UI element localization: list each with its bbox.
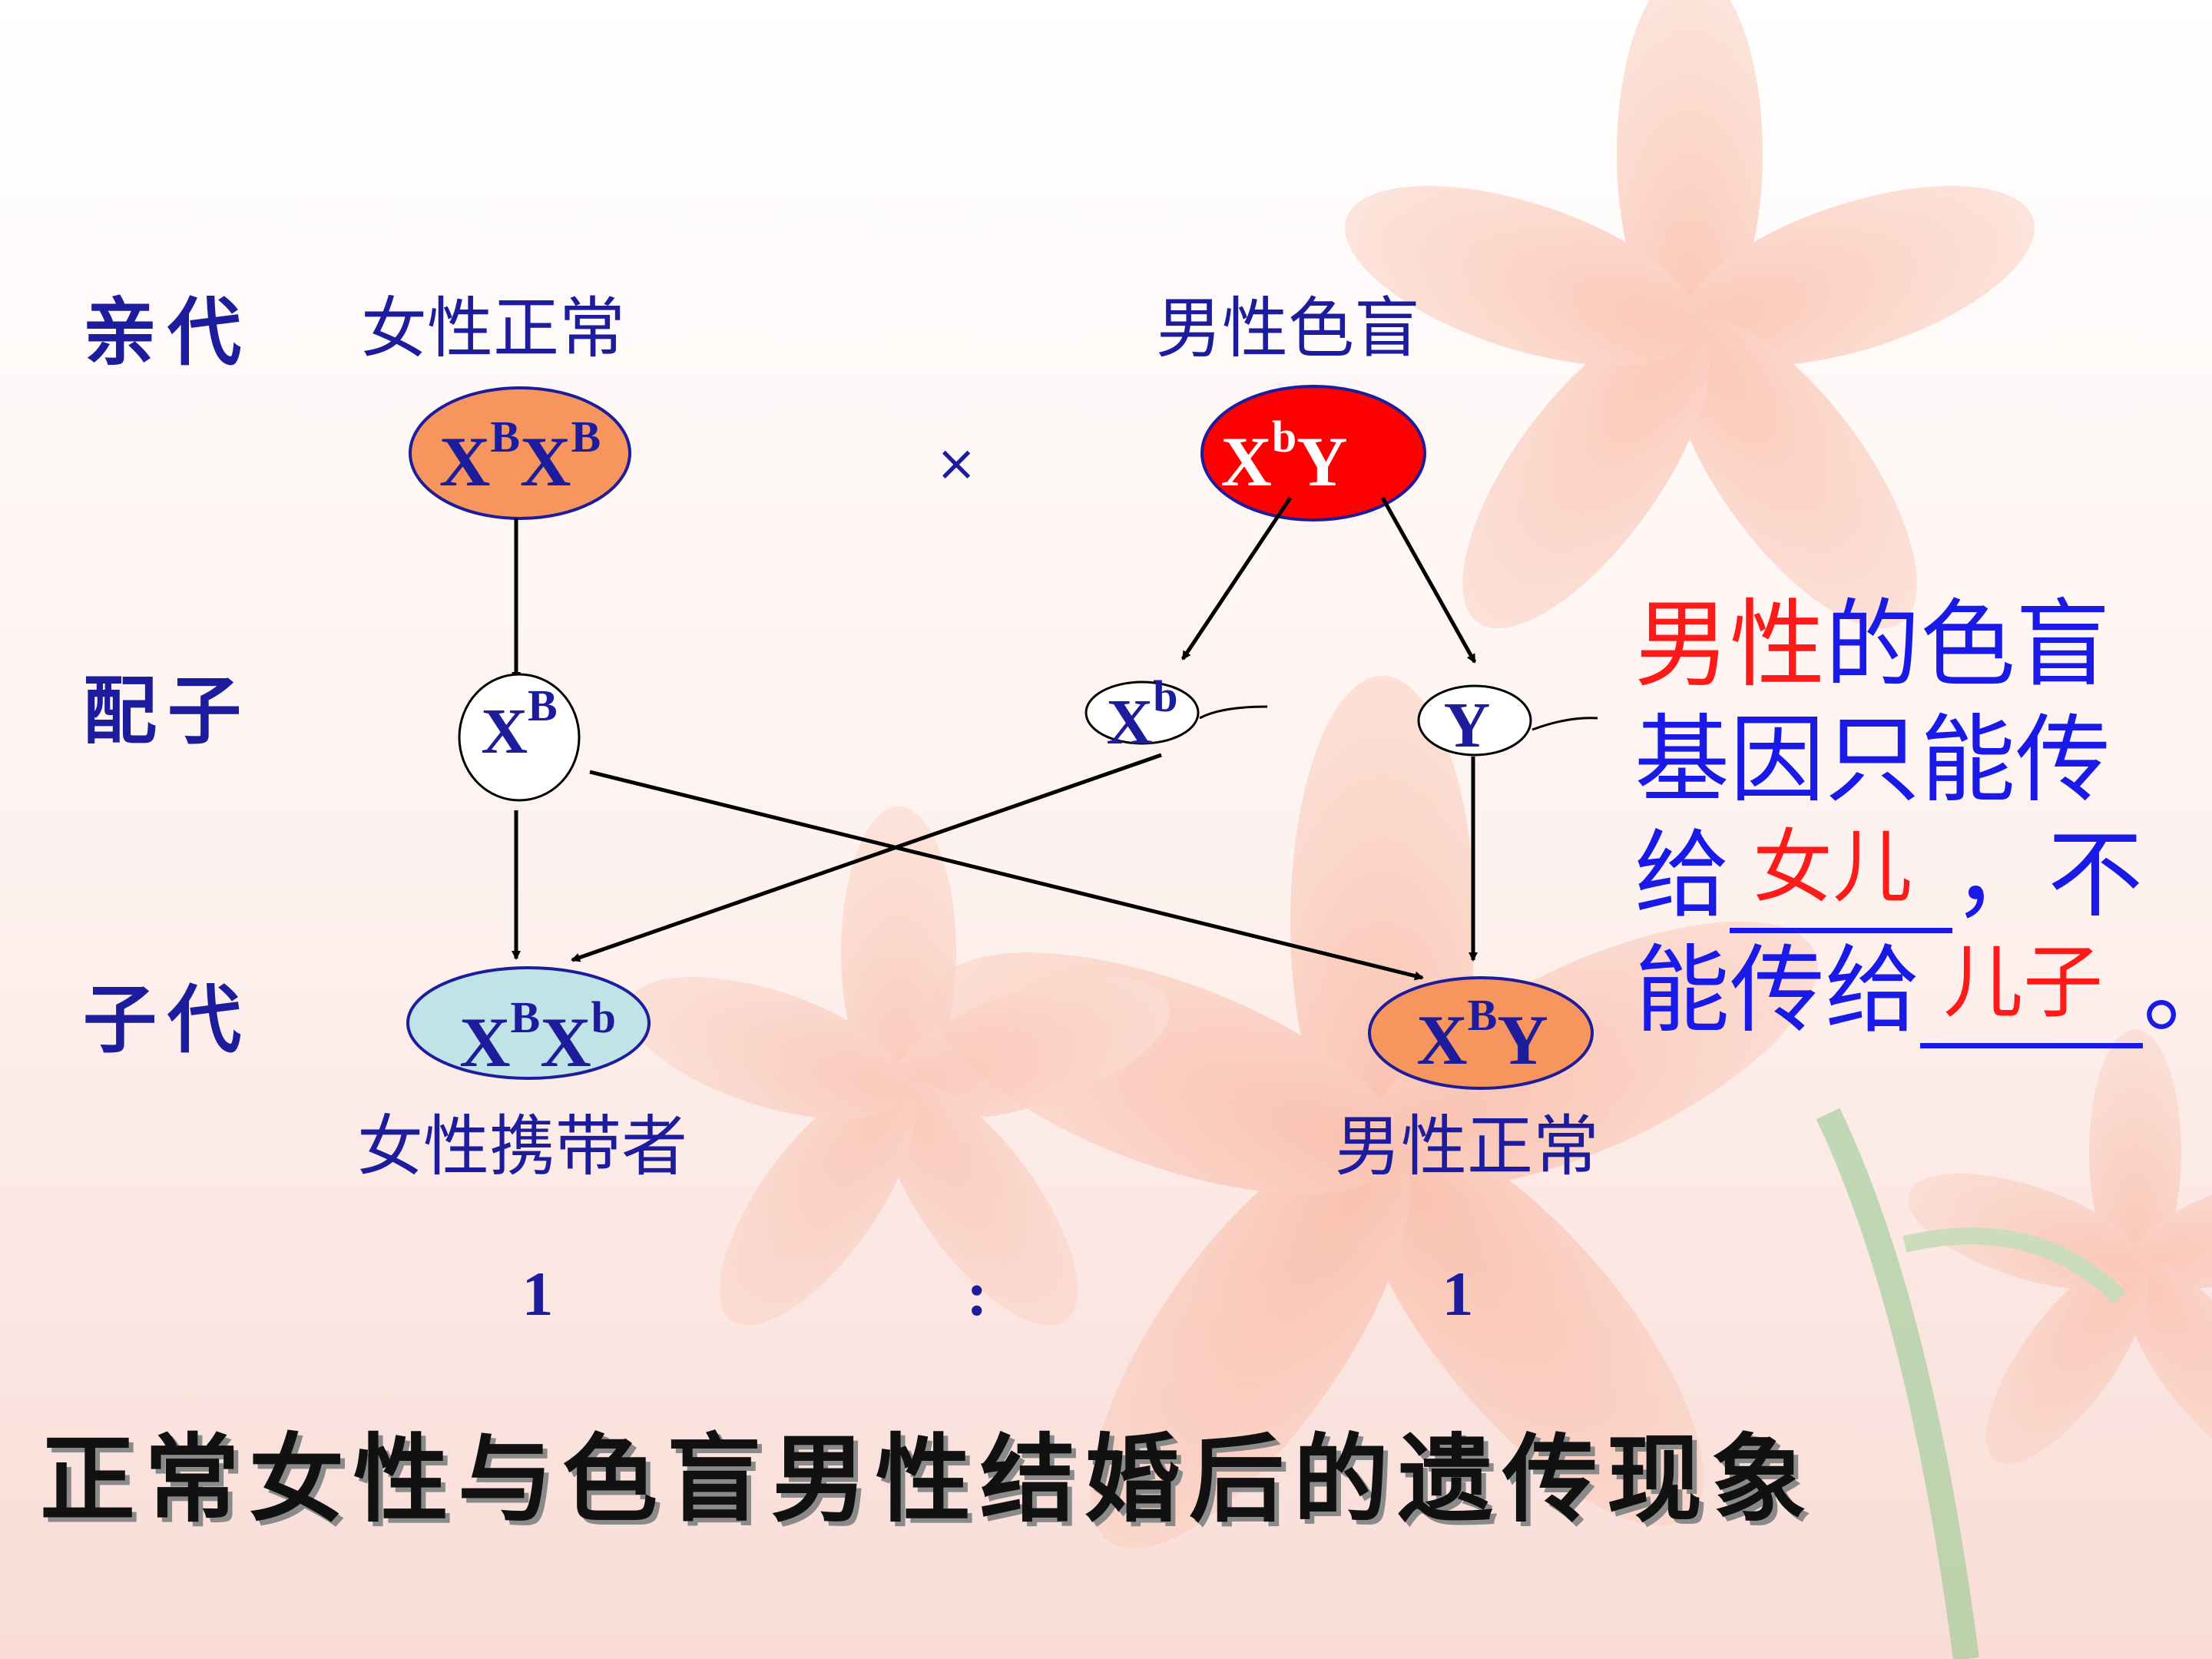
cross-symbol: ×	[935, 435, 977, 492]
row-label-parents: 亲代	[83, 289, 252, 376]
son-genotype: XBY	[1416, 990, 1548, 1079]
daughter-node	[406, 966, 651, 1080]
arrow-xb-to-daughter	[571, 753, 1162, 962]
female-gamete-genotype: XB	[481, 680, 557, 767]
female-parent-phenotype: 女性正常	[361, 290, 625, 367]
son-node	[1368, 976, 1594, 1090]
female-parent-genotype: XBXB	[439, 412, 601, 501]
note-line-2: 基因只能传	[1634, 705, 2111, 816]
note-line-3: 给女儿，不	[1634, 818, 2203, 933]
row-label-gametes: 配子	[83, 667, 252, 754]
male-gamete-xb-node	[1084, 680, 1200, 745]
male-parent-phenotype: 男性色盲	[1156, 290, 1420, 367]
daughter-genotype: XBXb	[459, 992, 616, 1081]
son-phenotype: 男性正常	[1335, 1108, 1599, 1185]
arrow-male-to-y	[1380, 496, 1477, 664]
row-label-offspring: 子代	[83, 976, 252, 1063]
daughter-phenotype: 女性携带者	[357, 1108, 687, 1185]
ratio-separator: :	[966, 1259, 987, 1329]
answer-daughter: 女儿	[1753, 820, 1913, 914]
male-parent-genotype: XbY	[1220, 412, 1347, 501]
answer-blank-2: 儿子	[1920, 935, 2144, 1048]
ratio-left: 1	[522, 1259, 554, 1329]
female-parent-node	[409, 386, 631, 520]
male-gamete-y-genotype: Y	[1444, 690, 1491, 761]
answer-son: 儿子	[1943, 935, 2104, 1029]
male-gamete-y-node	[1417, 684, 1532, 757]
note-highlight-male: 男性	[1634, 590, 1826, 700]
ratio-right: 1	[1442, 1259, 1474, 1329]
note-text-1: 的色盲	[1825, 590, 2111, 700]
slide-title: 正常女性与色盲男性结婚后的遗传现象	[40, 1424, 1816, 1535]
answer-blank-1: 女儿	[1730, 820, 1953, 933]
female-gamete-node	[458, 673, 581, 802]
arrow-male-to-xb	[1181, 496, 1293, 661]
male-parent-node	[1200, 385, 1426, 522]
arrow-xB-to-son	[589, 770, 1424, 981]
pointer-line-xb	[1199, 705, 1268, 720]
male-gamete-xb-genotype: Xb	[1107, 671, 1178, 758]
note-line-1: 男性的色盲	[1634, 588, 2203, 703]
pointer-line-y	[1532, 717, 1598, 731]
